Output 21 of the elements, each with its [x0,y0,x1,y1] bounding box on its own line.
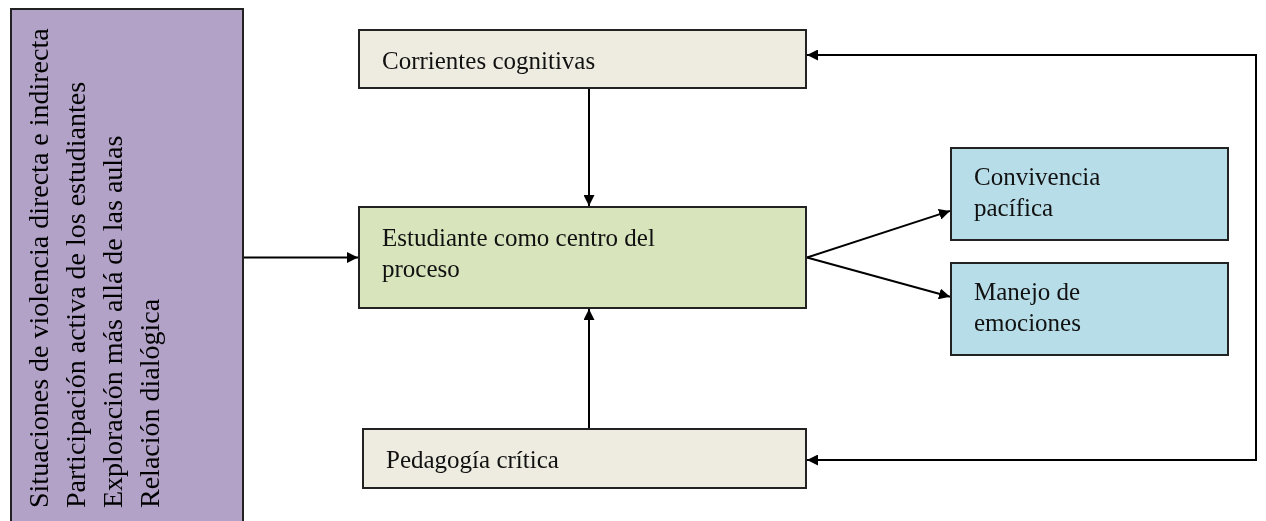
box-label: Manejo de emociones [974,277,1082,338]
process-box [950,147,1229,241]
arrow [806,49,1257,466]
text-line: Situaciones de violencia directa e indirecta [22,28,55,508]
text-line: Participación activa de los estudiantes [59,80,92,508]
process-box [950,262,1229,356]
box-label: Pedagogía crítica [386,445,560,475]
process-box [358,206,807,309]
arrow [806,256,951,300]
rotated-text-box [10,8,244,521]
arrow [243,252,359,263]
arrow [806,209,951,259]
arrow [583,308,595,429]
arrow [583,88,595,207]
box-label: Estudiante como centro del proceso [382,223,656,284]
process-box [362,428,807,489]
text-line: Exploración más allá de las aulas [96,134,129,508]
box-label: Corrientes cognitivas [382,46,597,76]
box-label: Convivencia pacífica [974,162,1102,223]
text-line: Relación dialógica [133,297,166,508]
process-box [358,29,807,89]
